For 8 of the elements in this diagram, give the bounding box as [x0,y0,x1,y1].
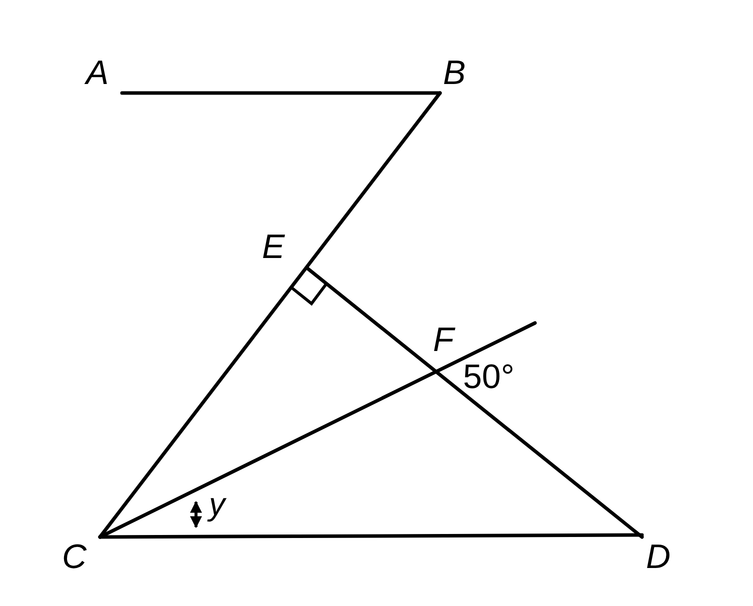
angle-label: 50° [463,360,514,394]
angle-label: y [209,488,225,520]
point-label: C [62,540,87,574]
point-label: A [86,56,109,90]
point-label: D [646,540,671,574]
point-label: E [262,230,285,264]
point-label: B [443,56,466,90]
point-label: F [433,323,454,357]
